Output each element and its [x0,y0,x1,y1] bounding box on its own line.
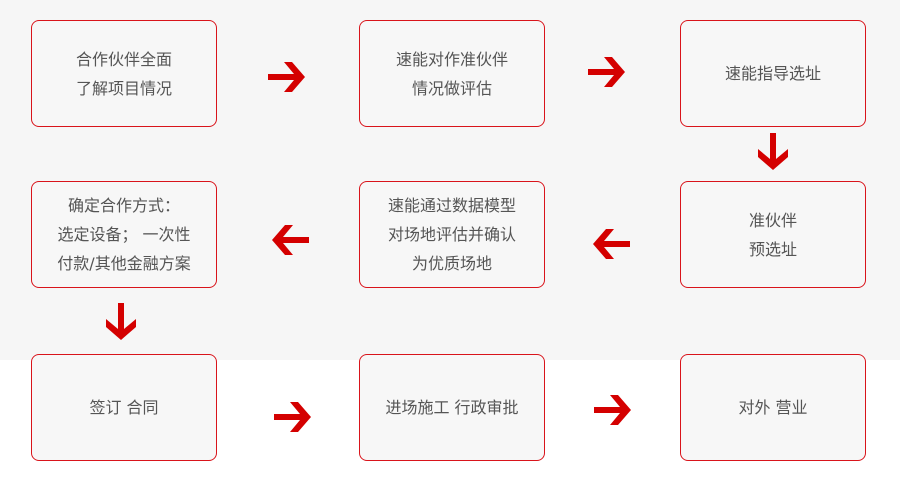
step-5-box: 速能通过数据模型 对场地评估并确认 为优质场地 [359,181,545,288]
step-1-box: 合作伙伴全面 了解项目情况 [31,20,217,127]
arrow-right-icon [266,57,306,97]
arrow-down-icon [101,301,141,341]
arrow-left-icon [592,224,632,264]
arrow-left-icon [271,220,311,260]
step-3-box: 速能指导选址 [680,20,866,127]
arrow-down-icon [753,131,793,171]
step-4-box: 准伙伴 预选址 [680,181,866,288]
arrow-right-icon [586,52,626,92]
step-7-box: 签订 合同 [31,354,217,461]
step-2-box: 速能对作准伙伴 情况做评估 [359,20,545,127]
arrow-right-icon [272,397,312,437]
step-9-box: 对外 营业 [680,354,866,461]
step-6-box: 确定合作方式： 选定设备； 一次性 付款/其他金融方案 [31,181,217,288]
arrow-right-icon [592,390,632,430]
step-8-box: 进场施工 行政审批 [359,354,545,461]
